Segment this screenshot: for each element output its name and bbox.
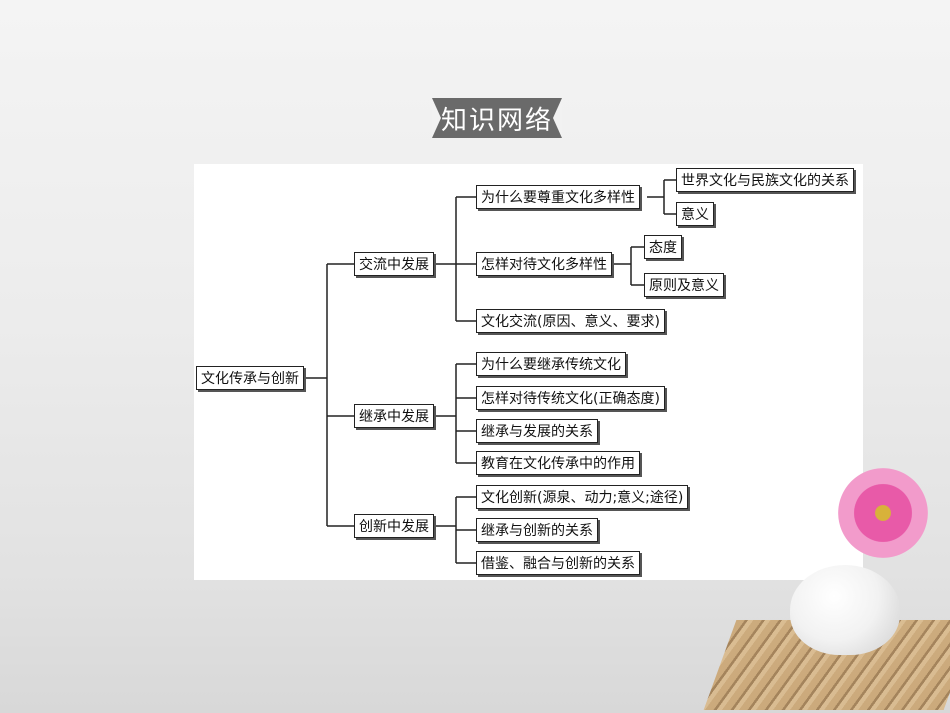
flower-decoration: [838, 468, 928, 558]
root-connector: [306, 263, 354, 527]
leaf-node: 原则及意义: [644, 273, 724, 297]
root-node: 文化传承与创新: [196, 366, 304, 390]
connector-lines: [306, 179, 676, 564]
leaf-node: 态度: [644, 235, 682, 259]
branch-node: 交流中发展: [354, 252, 434, 276]
vase-decoration: [790, 565, 900, 655]
child-node: 教育在文化传承中的作用: [476, 451, 640, 475]
leaf-node: 世界文化与民族文化的关系: [676, 168, 854, 192]
section-title: 知识网络: [440, 105, 553, 136]
branch-node: 继承中发展: [354, 404, 434, 428]
child-node: 怎样对待文化多样性: [476, 252, 612, 276]
section-title-badge: 知识网络: [432, 98, 562, 138]
child-node: 借鉴、融合与创新的关系: [476, 551, 640, 575]
mind-map-panel: 文化传承与创新 交流中发展 为什么要尊重文化多样性 世界文化与民族文化的关系 意…: [194, 164, 863, 580]
child-node: 文化创新(源泉、动力;意义;途径): [476, 485, 689, 509]
child-node: 为什么要继承传统文化: [476, 352, 626, 376]
child1-connector: [647, 179, 676, 215]
child-node: 为什么要尊重文化多样性: [476, 185, 640, 209]
child-node: 文化交流(原因、意义、要求): [476, 309, 665, 333]
leaf-node: 意义: [676, 202, 714, 226]
child-node: 继承与创新的关系: [476, 518, 598, 542]
child-node: 继承与发展的关系: [476, 419, 598, 443]
branch3-connector: [433, 496, 476, 564]
child-node: 怎样对待传统文化(正确态度): [476, 386, 665, 410]
branch1-connector: [433, 196, 476, 322]
branch2-connector: [433, 363, 476, 464]
branch-node: 创新中发展: [354, 514, 434, 538]
child2-connector: [614, 246, 644, 286]
